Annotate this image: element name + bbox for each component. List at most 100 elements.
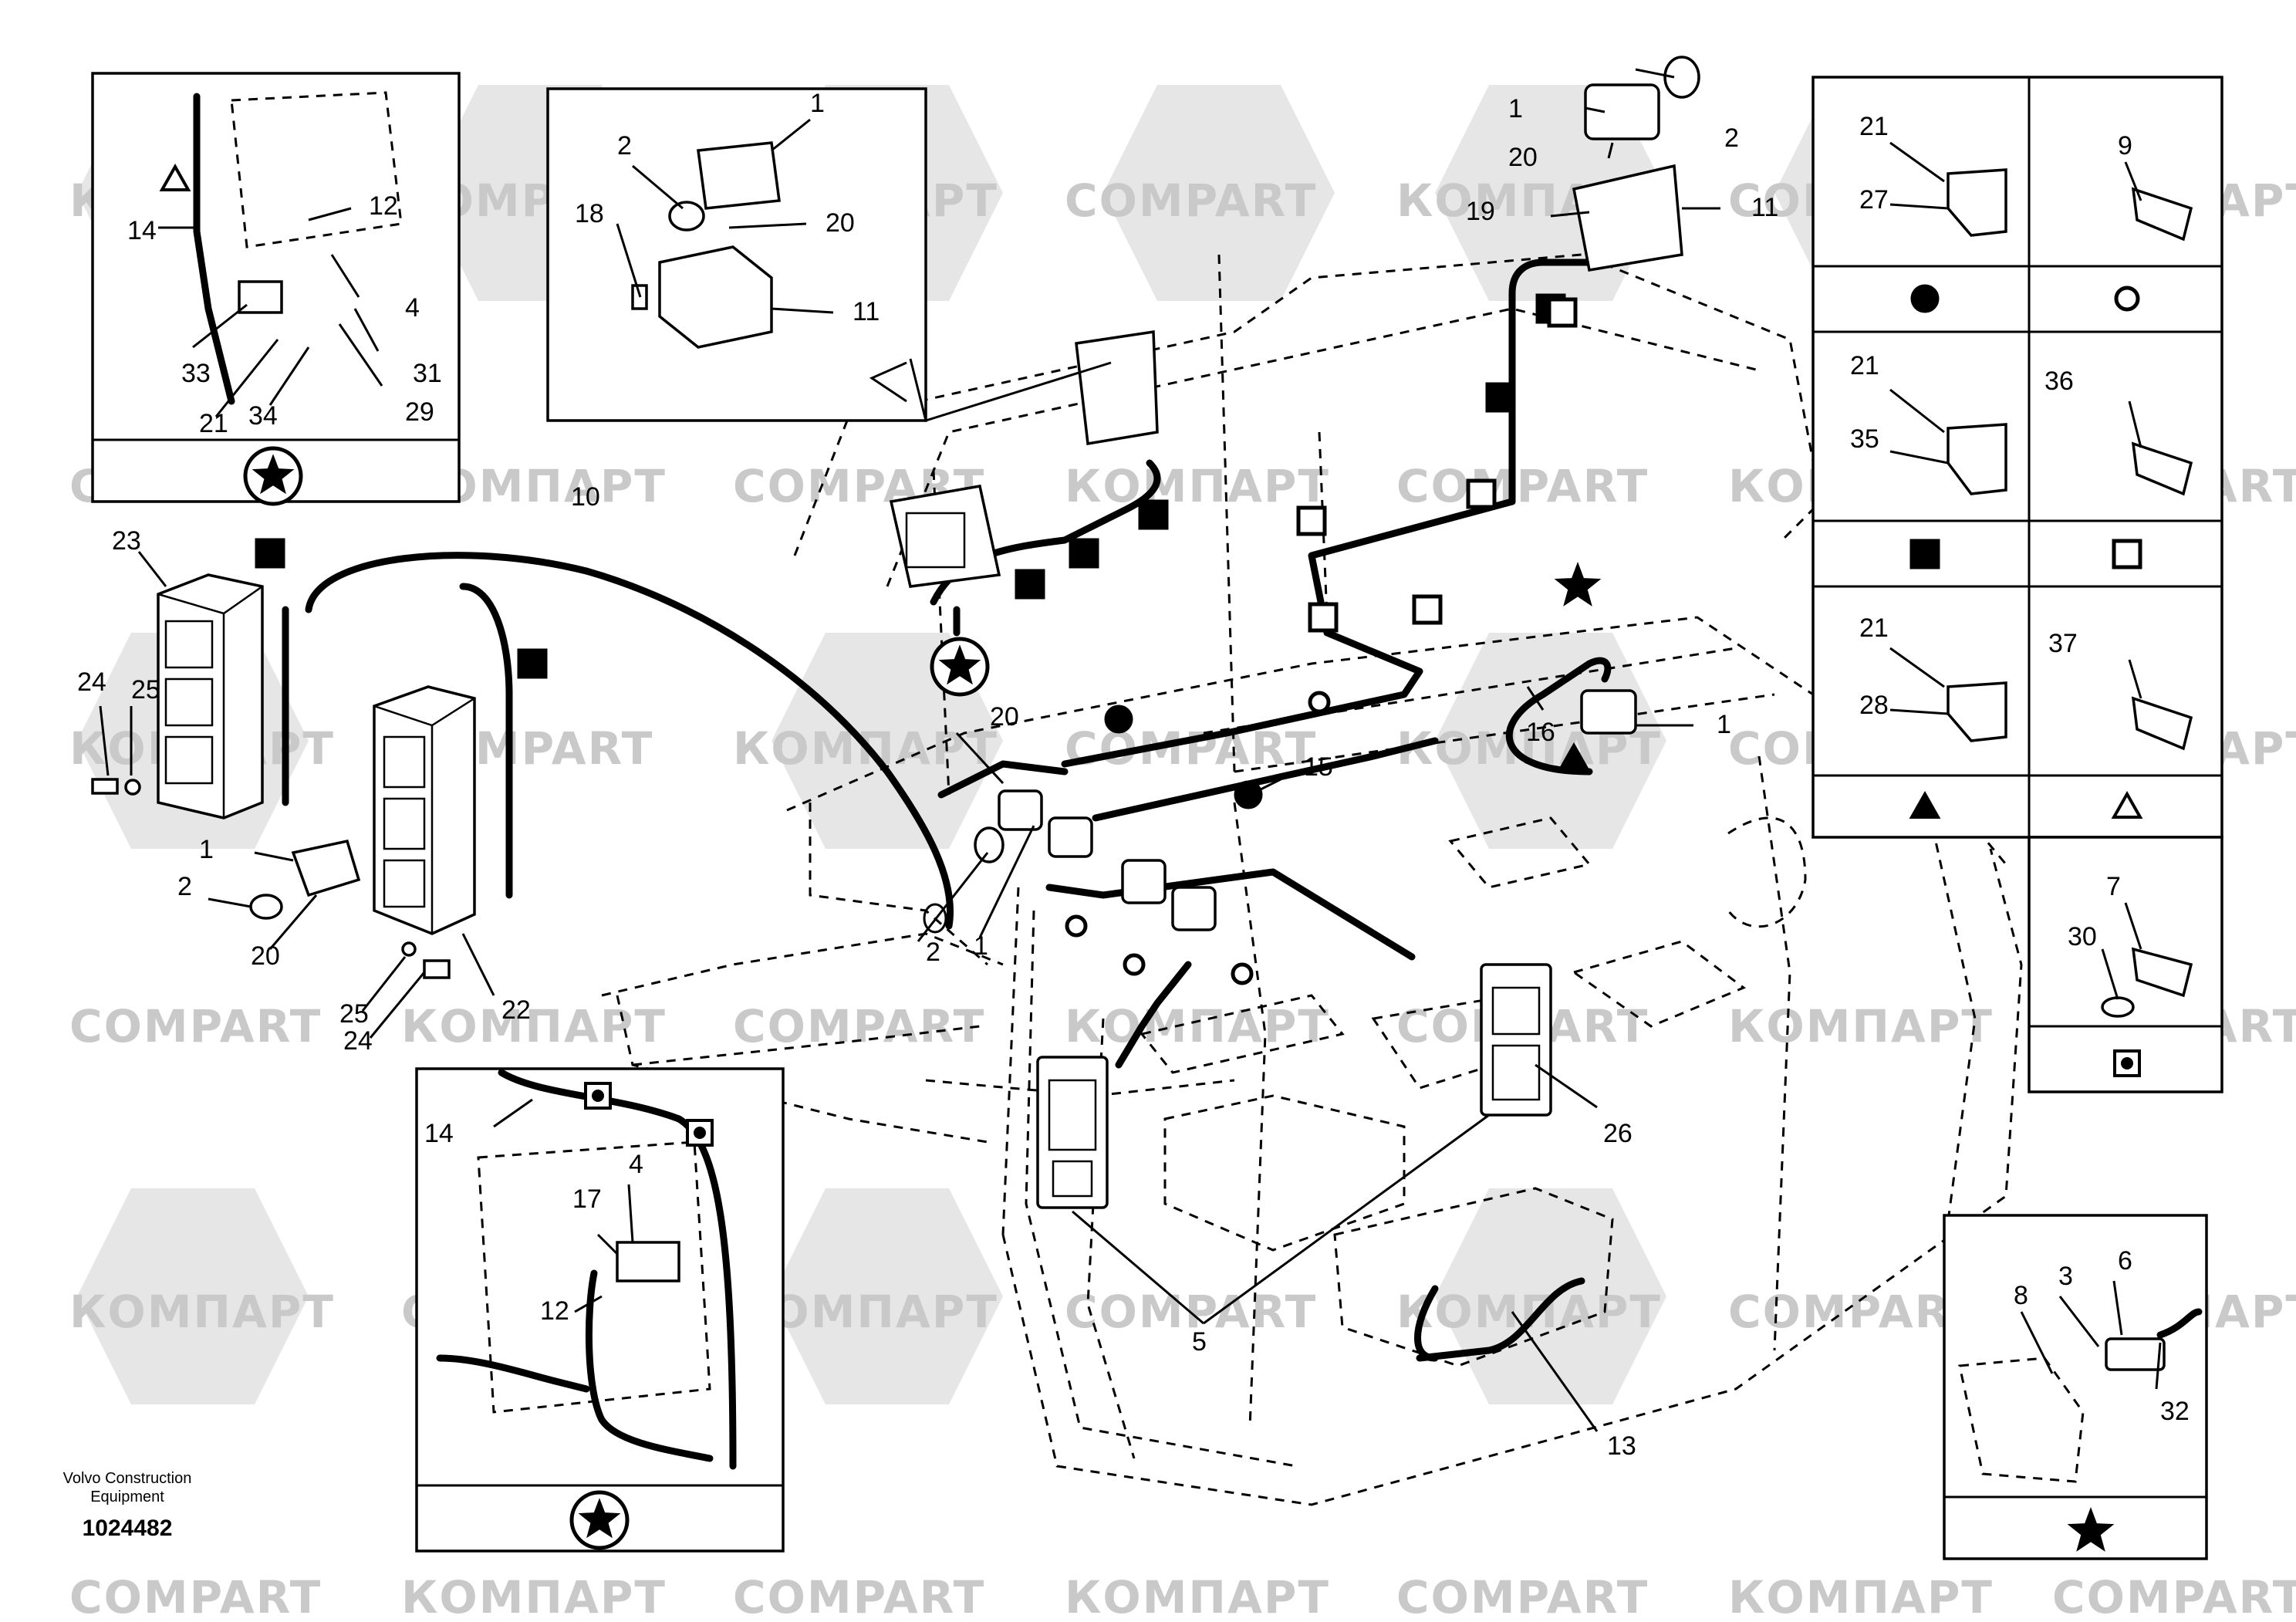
open-triangle	[159, 163, 191, 191]
watermark-text: COMPART	[69, 1571, 322, 1622]
callout-30: 30	[2068, 922, 2097, 951]
solid-square	[255, 538, 285, 569]
watermark-text: КОМПАРТ	[1728, 1000, 1994, 1053]
credit-block: Volvo Construction Equipment 1024482	[63, 1470, 192, 1541]
inset-top-left	[91, 72, 461, 503]
leader-lines	[99, 68, 2162, 1432]
watermark-text: COMPART	[733, 1000, 985, 1053]
callout-2: 2	[177, 872, 192, 901]
callout-1: 1	[199, 835, 214, 864]
credit-line1: Volvo Construction	[63, 1470, 192, 1487]
watermark-text: КОМПАРТ	[1396, 1286, 1662, 1338]
watermark-text: COMPART	[69, 1000, 322, 1053]
watermark-text: КОМПАРТ	[401, 1000, 667, 1053]
open-circle	[1308, 691, 1331, 714]
solid-circle	[1104, 705, 1133, 734]
watermark-text: COMPART	[1065, 174, 1317, 227]
callout-20: 20	[990, 702, 1019, 732]
watermark-text: COMPART	[1728, 1286, 1980, 1338]
drawing-number: 1024482	[83, 1516, 173, 1541]
open-square	[2112, 539, 2142, 569]
star	[252, 454, 295, 495]
callout-6: 6	[2118, 1246, 2132, 1276]
callout-32: 32	[2160, 1397, 2190, 1426]
callout-10: 10	[571, 482, 600, 512]
inset-bottom-right	[1943, 1214, 2208, 1560]
star	[2067, 1507, 2115, 1552]
solid-square	[1069, 538, 1099, 569]
callout-23: 23	[112, 526, 141, 556]
callout-15: 15	[1304, 752, 1333, 782]
callout-31: 31	[413, 359, 442, 388]
solid-square	[517, 648, 548, 679]
callout-37: 37	[2048, 629, 2078, 658]
callout-13: 13	[1607, 1431, 1636, 1461]
callout-22: 22	[501, 995, 531, 1025]
callout-17: 17	[572, 1184, 602, 1214]
callout-35: 35	[1850, 424, 1879, 454]
watermark-text: КОМПАРТ	[1728, 1571, 1994, 1622]
lamp-components	[91, 56, 1700, 1209]
callout-2: 2	[617, 131, 632, 161]
callout-34: 34	[248, 401, 278, 431]
callout-20: 20	[826, 208, 855, 238]
callout-20: 20	[1508, 143, 1538, 172]
callout-2: 2	[926, 938, 940, 967]
credit-line2: Equipment	[90, 1489, 164, 1505]
harness-10	[282, 552, 954, 934]
solid-triangle	[1909, 790, 1941, 819]
solid-circle	[2121, 1057, 2133, 1070]
callout-21: 21	[1850, 351, 1879, 380]
star	[1554, 562, 1602, 607]
solid-circle	[592, 1090, 604, 1102]
callout-36: 36	[2044, 367, 2074, 396]
solid-circle	[694, 1127, 706, 1139]
callout-8: 8	[2014, 1281, 2028, 1310]
watermark-text: КОМПАРТ	[401, 1571, 667, 1622]
callout-24: 24	[77, 667, 106, 697]
callout-19: 19	[1466, 197, 1495, 226]
main-harness	[930, 259, 1612, 1362]
callout-26: 26	[1603, 1119, 1633, 1148]
callout-11: 11	[853, 297, 880, 326]
solid-circle	[1910, 284, 1940, 313]
callout-14: 14	[127, 216, 157, 245]
callout-1: 1	[1508, 94, 1523, 123]
callout-1: 1	[810, 89, 825, 118]
open-square	[1308, 602, 1339, 633]
callout-3: 3	[2058, 1262, 2073, 1291]
callout-1: 1	[1717, 710, 1731, 739]
callout-4: 4	[405, 293, 420, 323]
open-circle	[2114, 286, 2140, 312]
callout-29: 29	[405, 397, 434, 427]
callout-9: 9	[2118, 131, 2132, 161]
watermark-text: COMPART	[1396, 1571, 1649, 1622]
open-square	[1466, 478, 1497, 509]
callout-18: 18	[575, 199, 604, 228]
callout-2: 2	[1724, 123, 1739, 153]
callout-12: 12	[369, 191, 398, 221]
callout-21: 21	[1859, 112, 1889, 141]
open-square	[1547, 297, 1578, 328]
solid-square	[1015, 569, 1045, 600]
inset-right-table	[1811, 76, 2223, 1093]
callout-16: 16	[1526, 718, 1555, 747]
open-circle	[1123, 953, 1146, 976]
inset-top-center	[546, 87, 1112, 422]
callout-25: 25	[131, 675, 160, 705]
solid-square	[1138, 499, 1169, 530]
open-square	[1296, 505, 1327, 536]
callout-28: 28	[1859, 691, 1889, 720]
callout-11: 11	[1751, 193, 1778, 222]
callout-33: 33	[181, 359, 211, 388]
watermark-text: COMPART	[2052, 1571, 2296, 1622]
callout-14: 14	[424, 1119, 454, 1148]
callout-25: 25	[339, 999, 369, 1029]
watermark-text: COMPART	[1065, 722, 1317, 775]
star	[938, 644, 981, 685]
callout-1: 1	[974, 931, 988, 961]
symbol-markers	[159, 163, 2143, 1552]
